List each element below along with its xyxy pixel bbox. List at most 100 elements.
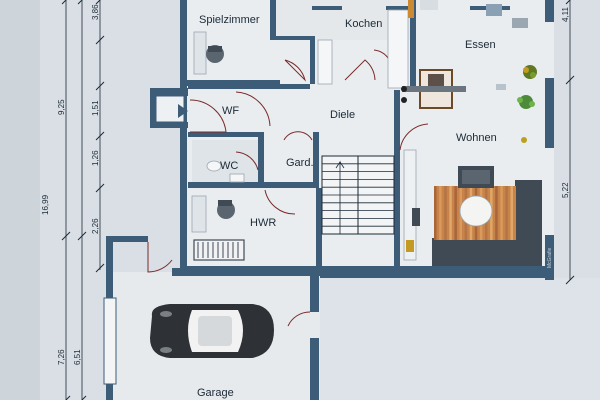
floor-terrace [320,278,600,400]
room-label-garage: Garage [197,387,234,399]
dimension-tick [81,395,87,400]
dimension-tick [61,0,67,5]
dimension-tick [95,81,105,91]
dimension-tick [77,0,83,5]
dimension-tick [95,183,105,193]
paper-shadow-left [0,0,40,400]
wall-garage-right [310,276,319,312]
wall-right-mid [545,78,554,148]
dim-middle-garage: 6,51 [73,349,82,365]
dim-inner-4: 2,26 [91,218,100,234]
office-chair [206,45,224,63]
dim-right-upper: 4,11 [561,6,570,22]
rug-stripe [449,186,452,240]
wall-wc-right [258,132,264,188]
rug-stripe [444,186,447,240]
garage-side-window [103,297,117,385]
hwr-chair [217,200,235,219]
door-spielzimmer [284,59,306,82]
dining-chair-left [420,0,438,10]
door-wc [235,151,259,171]
watermark: McGrafie [547,248,553,269]
rug-stripe [495,186,498,240]
door-diele [235,91,271,127]
dim-inner-1: 3,86 [91,4,100,20]
wall-wc-bottom [188,182,313,188]
rug-stripe [454,186,457,240]
wall-chimney-bottom [150,122,188,128]
door-gard [283,131,313,141]
wall-right-top [545,0,554,22]
stove-knob-2 [401,97,407,103]
hwr-desk [191,195,207,233]
wall-wohnen-bottom [320,266,554,278]
room-label-wc: WC [220,160,238,172]
dining-chair-right [486,4,502,16]
wall-kochen-bottom [270,36,315,40]
wall-garage-right-low [310,338,319,400]
dimension-tick [565,0,571,5]
wall-gard-right [313,132,319,188]
hwr-machine-lines [197,242,239,258]
room-label-hwr: HWR [250,217,276,229]
staircase [321,155,395,235]
wc-tiles [192,140,258,182]
car [150,304,274,358]
wall-kochen-essen [410,0,416,88]
dimension-tick [95,0,101,5]
dimension-tick [65,395,71,400]
wall-spiel-kochen [270,0,276,40]
dim-left-total: 16,99 [41,194,50,215]
door-wohnen [399,123,429,151]
plant-small [521,137,527,143]
door-kochen [344,59,376,81]
door-hwr [264,189,296,215]
wc-sink [229,173,245,183]
room-label-spielzimmer: Spielzimmer [199,14,260,26]
coffee-table [459,195,493,227]
wall-hwr-right [316,188,322,276]
wall-wf-bottom [188,132,260,137]
armchair-seat [462,170,490,184]
wall-kochen-top-left [312,6,342,10]
dimension-tick [95,263,105,273]
stair-arrow [335,160,345,234]
room-label-diele: Diele [330,109,355,121]
plant-pot [496,84,506,90]
dim-left-garage: 7,26 [57,349,66,365]
rug-stripe [510,186,513,240]
room-label-kochen: Kochen [345,18,382,30]
wall-chimney-box [150,88,188,96]
toilet [206,160,222,172]
wall-garage-top-left [106,236,148,242]
room-label-essen: Essen [465,39,496,51]
door-wf [189,99,227,133]
rug-stripe [500,186,503,240]
wall-chimney-left [150,88,156,128]
dim-inner-3: 1,26 [91,150,100,166]
dimension-tick [95,35,105,45]
room-label-wohnen: Wohnen [456,132,497,144]
room-label-gard: Gard. [286,157,314,169]
dimension-tick [95,131,105,141]
dim-inner-2: 1,51 [91,100,100,116]
side-table [412,208,420,226]
wohnen-window [403,149,417,261]
plant-top [523,65,537,79]
kitchen-counter-right [387,9,409,89]
stove-top [428,74,444,88]
floor-lamp [406,240,414,252]
kitchen-counter-left [317,39,333,85]
stove-knob-1 [401,86,407,92]
rug-stripe [439,186,442,240]
dimension-tick [61,231,71,241]
rug-stripe [505,186,508,240]
wall-right-low [545,235,554,280]
dimension-ticks [61,0,575,400]
door-garage-side [147,242,173,273]
side-chair [512,18,528,28]
room-label-wf: WF [222,105,239,117]
wall-garage-top-right [172,268,322,276]
wall-left-upper [180,0,187,276]
